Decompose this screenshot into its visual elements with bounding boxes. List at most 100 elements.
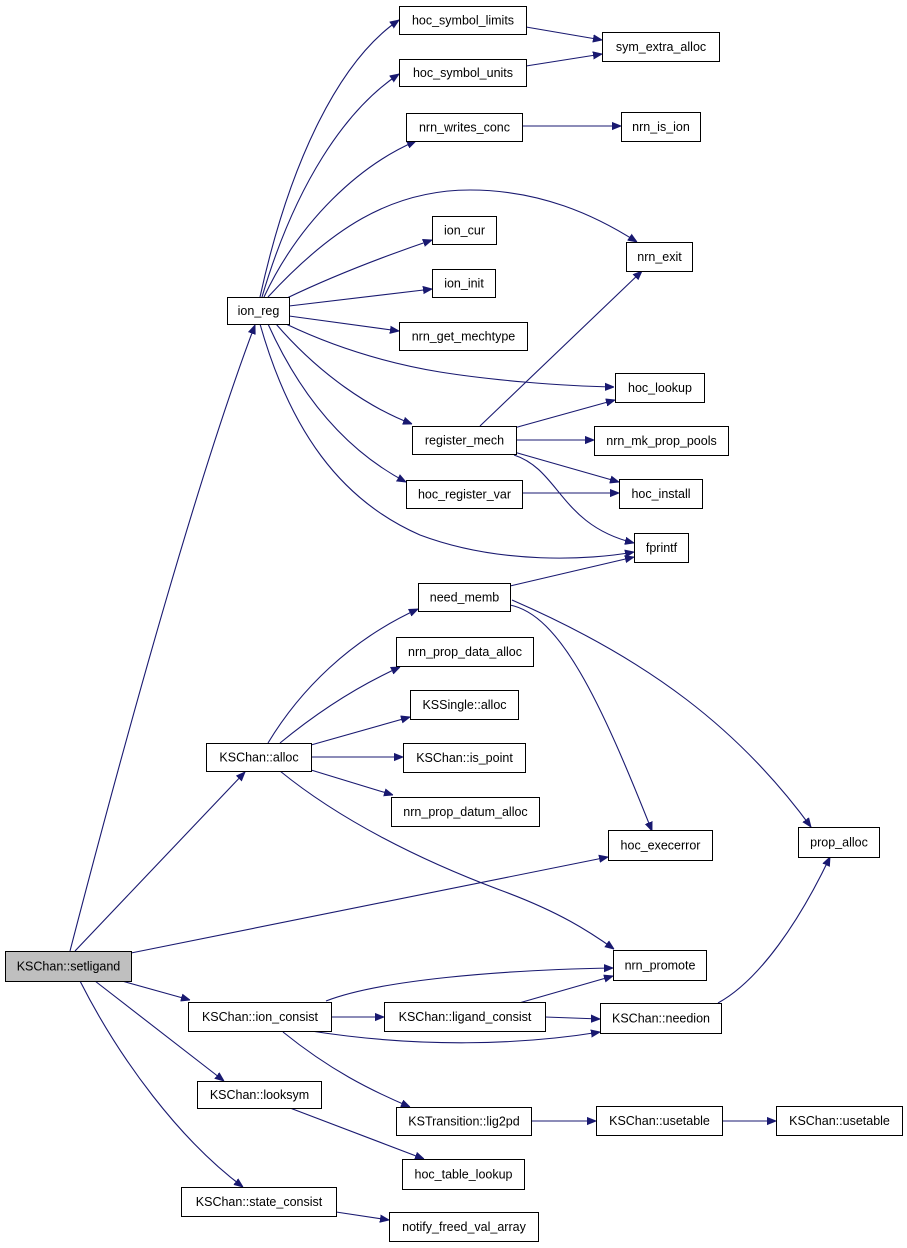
edge-setligand-KSChan_looksym (94, 980, 224, 1081)
edge-setligand-KSChan_ion_consist (121, 980, 190, 1000)
svg-text:KSChan::state_consist: KSChan::state_consist (196, 1195, 323, 1209)
edge-KSChan_alloc-nrn_prop_datum_alloc (310, 769, 393, 795)
node-nrn_promote[interactable]: nrn_promote (613, 950, 707, 981)
edge-ion_reg-nrn_exit (267, 189, 637, 298)
svg-text:nrn_get_mechtype: nrn_get_mechtype (412, 330, 516, 344)
node-ion_reg[interactable]: ion_reg (227, 297, 290, 325)
svg-text:sym_extra_alloc: sym_extra_alloc (616, 40, 706, 54)
svg-text:hoc_install: hoc_install (631, 487, 690, 501)
edge-state_consist-notify_freed_val_array (335, 1211, 389, 1220)
node-hoc_symbol_units[interactable]: hoc_symbol_units (399, 59, 527, 87)
svg-text:hoc_register_var: hoc_register_var (418, 488, 511, 502)
node-KSChan_state_consist[interactable]: KSChan::state_consist (181, 1187, 337, 1217)
node-KSChan_ligand_consist[interactable]: KSChan::ligand_consist (384, 1002, 546, 1032)
node-fprintf[interactable]: fprintf (634, 533, 689, 563)
svg-text:nrn_promote: nrn_promote (625, 959, 696, 973)
edge-ion_reg-hoc_symbol_units (261, 74, 399, 298)
svg-text:hoc_symbol_limits: hoc_symbol_limits (412, 14, 514, 28)
edge-need_memb-prop_alloc (511, 599, 811, 827)
node-KSChan_usetable_1[interactable]: KSChan::usetable (596, 1106, 723, 1136)
edge-register_mech-nrn_exit (479, 271, 642, 427)
node-KSChan_looksym[interactable]: KSChan::looksym (197, 1081, 322, 1109)
node-KSChan_is_point[interactable]: KSChan::is_point (403, 743, 526, 773)
node-hoc_lookup[interactable]: hoc_lookup (615, 373, 705, 403)
node-hoc_install[interactable]: hoc_install (619, 479, 703, 509)
svg-text:nrn_exit: nrn_exit (637, 250, 682, 264)
edge-register_mech-hoc_install (513, 451, 619, 482)
node-ion_init[interactable]: ion_init (432, 269, 496, 298)
svg-text:need_memb: need_memb (430, 591, 500, 605)
svg-text:fprintf: fprintf (646, 541, 678, 555)
node-hoc_symbol_limits[interactable]: hoc_symbol_limits (399, 6, 527, 35)
svg-text:ion_cur: ion_cur (444, 224, 485, 238)
svg-text:KSChan::is_point: KSChan::is_point (416, 751, 513, 765)
svg-text:hoc_symbol_units: hoc_symbol_units (413, 66, 513, 80)
node-KSChan_needion[interactable]: KSChan::needion (600, 1003, 722, 1034)
svg-text:nrn_mk_prop_pools: nrn_mk_prop_pools (606, 434, 717, 448)
edge-ion_reg-hoc_symbol_limits (259, 20, 399, 298)
svg-text:KSTransition::lig2pd: KSTransition::lig2pd (408, 1115, 519, 1129)
node-nrn_exit[interactable]: nrn_exit (626, 242, 693, 272)
svg-text:prop_alloc: prop_alloc (810, 836, 868, 850)
edge-ion_reg-nrn_get_mechtype (288, 315, 399, 331)
edge-ligand_consist-needion (544, 1017, 600, 1019)
node-hoc_table_lookup[interactable]: hoc_table_lookup (402, 1159, 525, 1190)
svg-text:hoc_execerror: hoc_execerror (621, 839, 701, 853)
node-ion_cur[interactable]: ion_cur (432, 216, 497, 245)
node-nrn_mk_prop_pools[interactable]: nrn_mk_prop_pools (594, 426, 729, 456)
node-KSChan_alloc[interactable]: KSChan::alloc (206, 743, 312, 772)
node-KSChan_usetable_2[interactable]: KSChan::usetable (776, 1106, 903, 1136)
svg-text:nrn_prop_datum_alloc: nrn_prop_datum_alloc (403, 805, 527, 819)
svg-text:KSChan::alloc: KSChan::alloc (219, 751, 298, 765)
node-nrn_prop_data_alloc[interactable]: nrn_prop_data_alloc (396, 637, 534, 667)
edge-needion-prop_alloc (717, 857, 830, 1004)
edge-KSChan_alloc-need_memb (267, 609, 418, 744)
node-prop_alloc[interactable]: prop_alloc (798, 827, 880, 858)
edge-ion_consist-lig2pd (282, 1031, 410, 1108)
edge-ion_reg-hoc_lookup (285, 323, 614, 387)
svg-text:KSSingle::alloc: KSSingle::alloc (422, 698, 506, 712)
edge-ion_reg-fprintf (259, 323, 634, 559)
edge-ligand_consist-nrn_promote (518, 976, 613, 1004)
edge-looksym-hoc_table_lookup (289, 1107, 424, 1159)
node-nrn_prop_datum_alloc[interactable]: nrn_prop_datum_alloc (391, 797, 540, 827)
edge-KSChan_alloc-nrn_promote (279, 770, 614, 949)
svg-text:nrn_writes_conc: nrn_writes_conc (419, 121, 510, 135)
node-nrn_writes_conc[interactable]: nrn_writes_conc (406, 113, 523, 142)
node-hoc_execerror[interactable]: hoc_execerror (608, 830, 713, 861)
edge-ion_reg-hoc_register_var (267, 323, 406, 482)
edge-hoc_symbol_limits-sym_extra_alloc (525, 26, 602, 40)
node-register_mech[interactable]: register_mech (412, 426, 517, 455)
edge-setligand-hoc_execerror (130, 857, 608, 954)
edge-ion_reg-nrn_writes_conc (263, 140, 416, 298)
svg-text:hoc_lookup: hoc_lookup (628, 381, 692, 395)
node-nrn_get_mechtype[interactable]: nrn_get_mechtype (399, 322, 528, 351)
svg-text:KSChan::needion: KSChan::needion (612, 1012, 710, 1026)
node-KSSingle_alloc[interactable]: KSSingle::alloc (410, 690, 519, 720)
svg-text:KSChan::setligand: KSChan::setligand (17, 960, 121, 974)
edge-ion_consist-needion (310, 1031, 600, 1044)
edge-ion_consist-nrn_promote (325, 968, 613, 1002)
edge-register_mech-fprintf (513, 454, 634, 543)
node-sym_extra_alloc[interactable]: sym_extra_alloc (602, 32, 720, 62)
edge-setligand-ion_reg (69, 325, 255, 952)
node-need_memb[interactable]: need_memb (418, 583, 511, 612)
edge-KSChan_alloc-KSSingle_alloc (310, 717, 410, 746)
svg-text:KSChan::usetable: KSChan::usetable (609, 1114, 710, 1128)
svg-text:KSChan::ion_consist: KSChan::ion_consist (202, 1010, 319, 1024)
edges (69, 20, 830, 1220)
node-hoc_register_var[interactable]: hoc_register_var (406, 480, 523, 509)
edge-ion_reg-register_mech (275, 323, 412, 424)
svg-text:KSChan::looksym: KSChan::looksym (210, 1088, 309, 1102)
edge-register_mech-hoc_lookup (513, 400, 615, 429)
node-nrn_is_ion[interactable]: nrn_is_ion (621, 112, 701, 142)
svg-text:hoc_table_lookup: hoc_table_lookup (415, 1168, 513, 1182)
edge-ion_reg-ion_init (288, 289, 432, 307)
node-KSChan_ion_consist[interactable]: KSChan::ion_consist (188, 1002, 332, 1032)
svg-text:register_mech: register_mech (425, 434, 504, 448)
node-KSTransition_lig2pd[interactable]: KSTransition::lig2pd (396, 1107, 532, 1136)
node-setligand[interactable]: KSChan::setligand (5, 951, 132, 982)
edge-need_memb-fprintf (509, 557, 634, 587)
node-notify_freed_val_array[interactable]: notify_freed_val_array (389, 1212, 539, 1242)
